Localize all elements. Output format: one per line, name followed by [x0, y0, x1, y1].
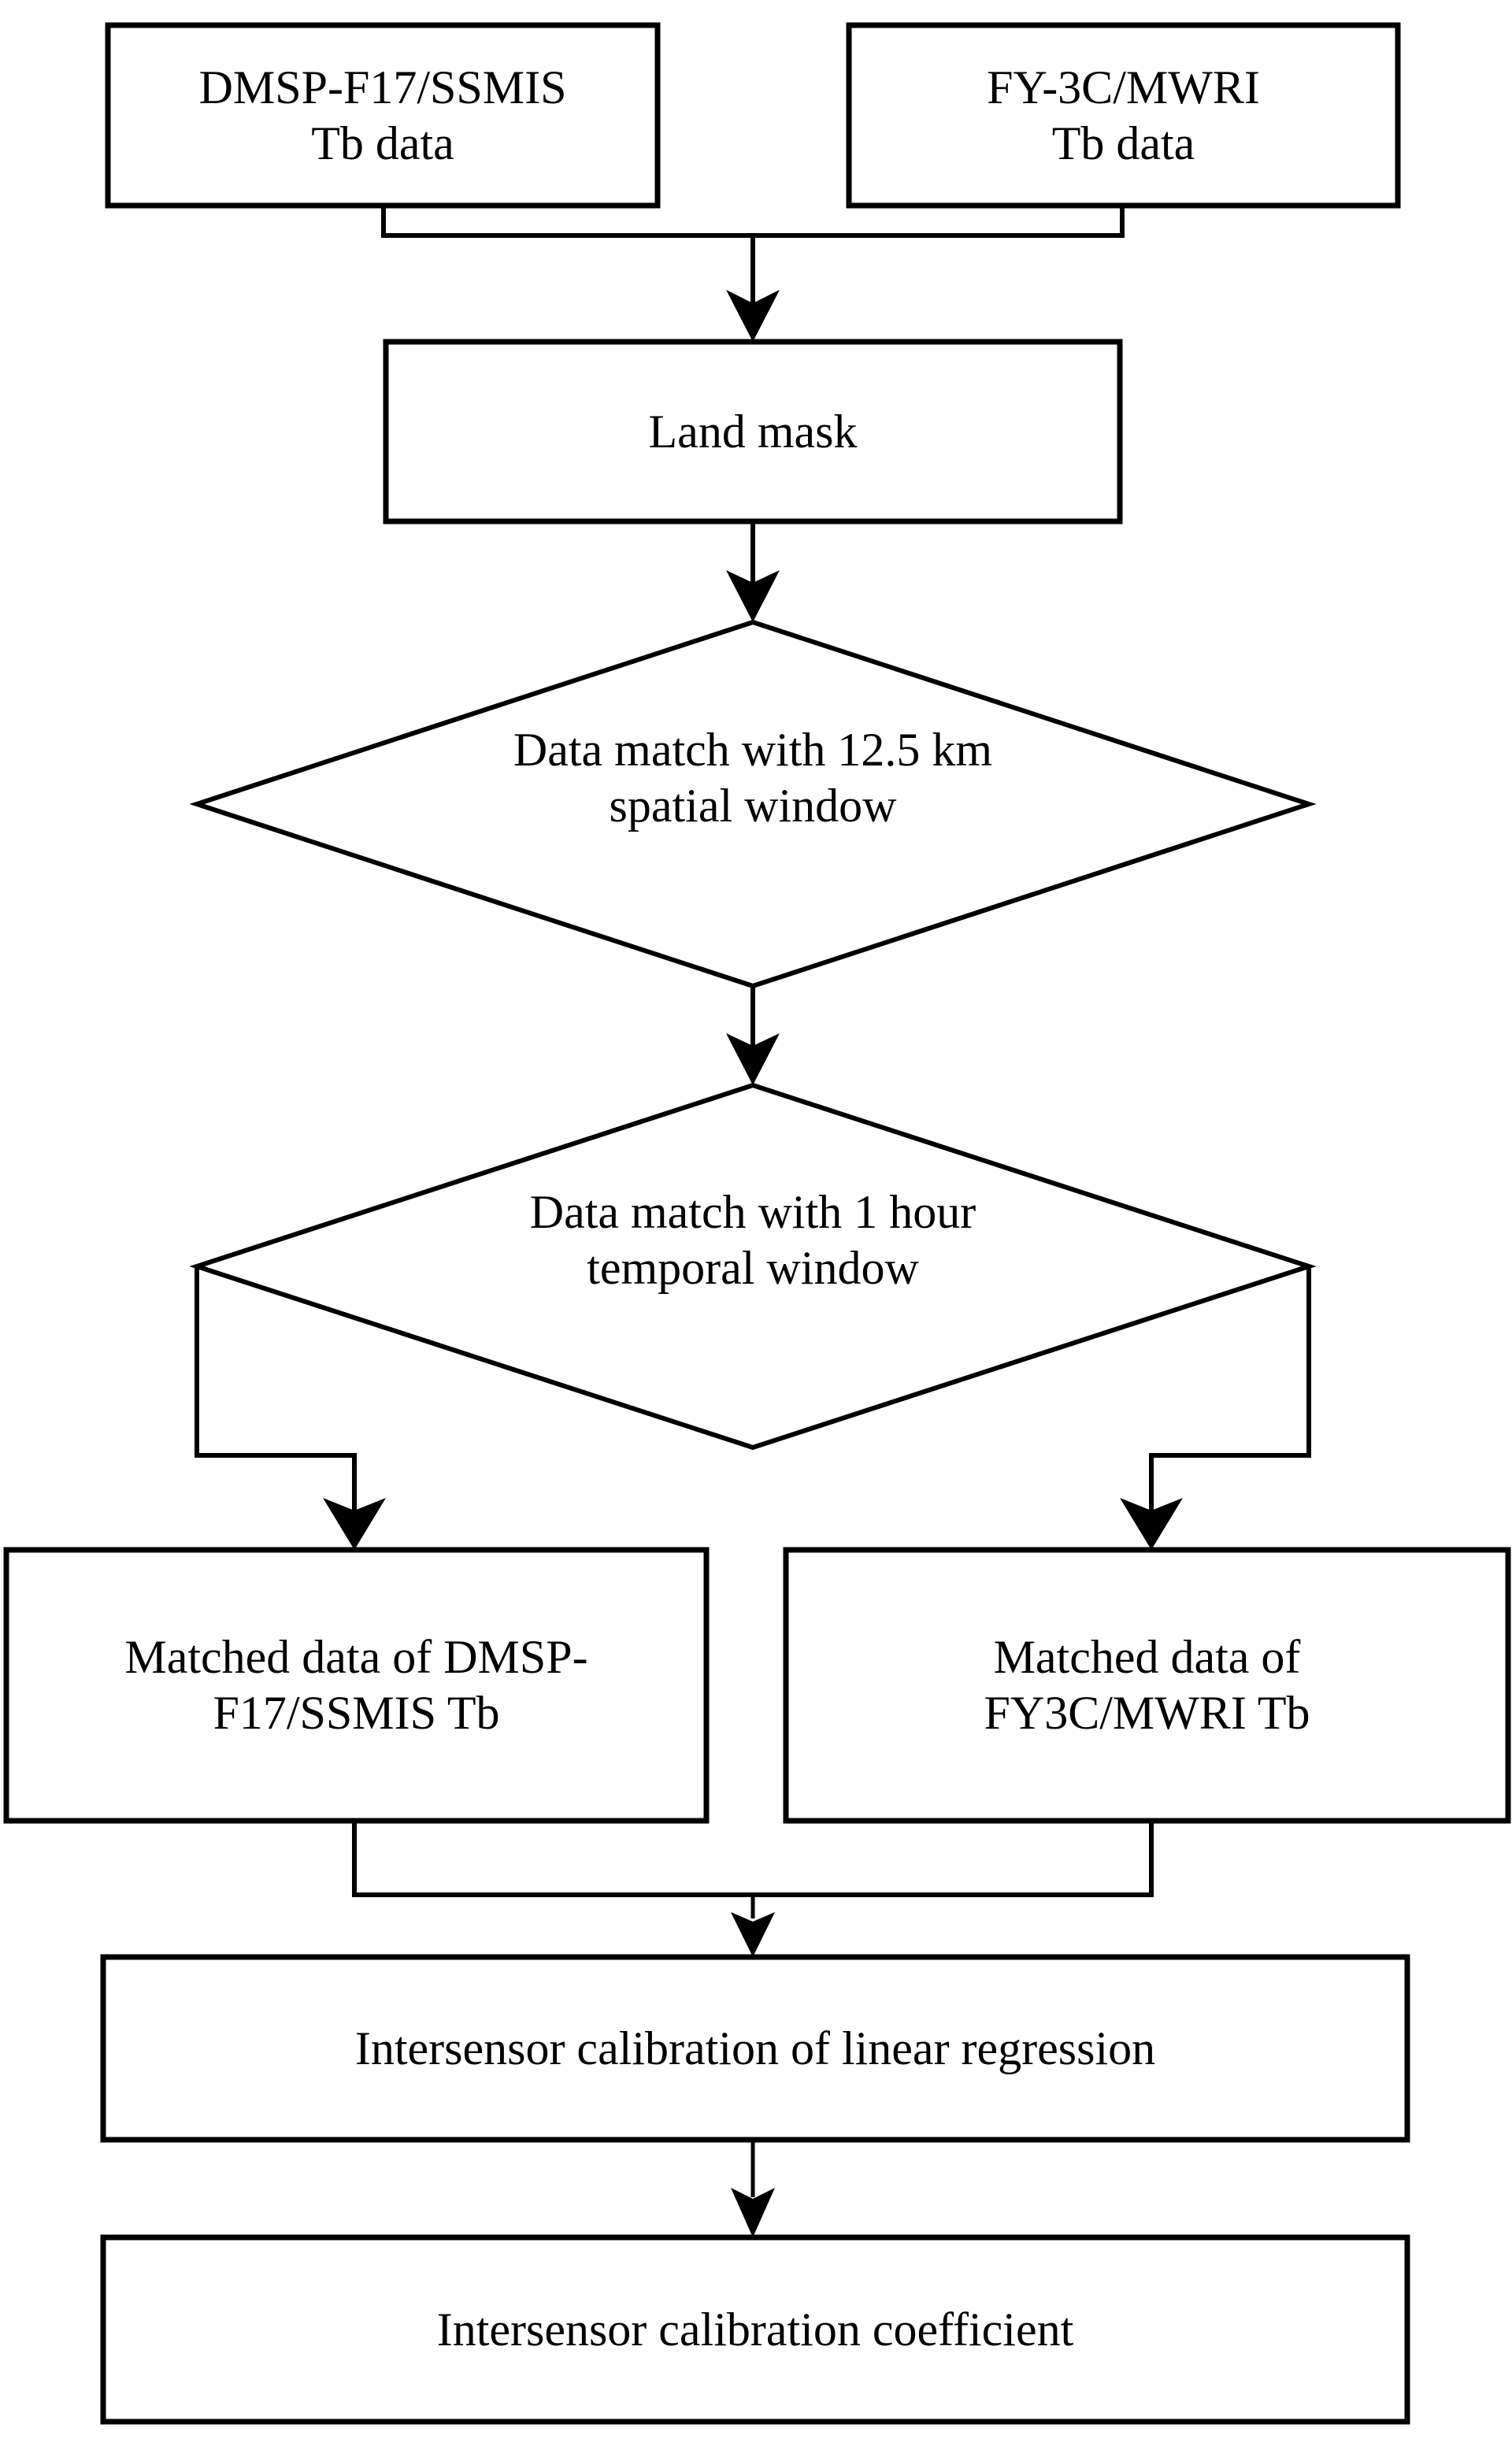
edge-spatial-to-temporal — [726, 986, 780, 1085]
arrow-head-matched-fy3c — [1120, 1498, 1183, 1550]
edge-temporal-to-matched-dmsp — [195, 1266, 386, 1550]
node-source-fy3c[interactable] — [846, 22, 1401, 209]
node-matched-fy3c[interactable] — [783, 1547, 1511, 1824]
node-land-mask[interactable] — [383, 339, 1123, 524]
arrow-head-calibration-coefficient — [731, 2188, 775, 2237]
node-spatial-match[interactable] — [189, 619, 1317, 989]
arrow-head-land-mask — [726, 290, 780, 342]
node-calibration-coefficient[interactable] — [100, 2234, 1410, 2425]
arrow-head-spatial-match — [726, 570, 780, 622]
edge-matched-to-calibration — [352, 1821, 1154, 1957]
edge-land-mask-to-spatial — [726, 521, 780, 622]
node-matched-dmsp[interactable] — [3, 1547, 710, 1824]
node-temporal-match[interactable] — [189, 1082, 1317, 1451]
arrow-head-calibration-regression — [731, 1912, 775, 1957]
node-calibration-regression[interactable] — [100, 1954, 1410, 2143]
node-source-dmsp[interactable] — [105, 22, 661, 209]
edge-temporal-to-matched-fy3c — [1120, 1266, 1311, 1550]
arrow-head-matched-dmsp — [323, 1498, 386, 1550]
arrow-head-temporal-match — [726, 1033, 780, 1085]
edge-sources-to-land-mask — [381, 208, 1125, 342]
edge-calibration-to-coefficient — [731, 2140, 775, 2237]
